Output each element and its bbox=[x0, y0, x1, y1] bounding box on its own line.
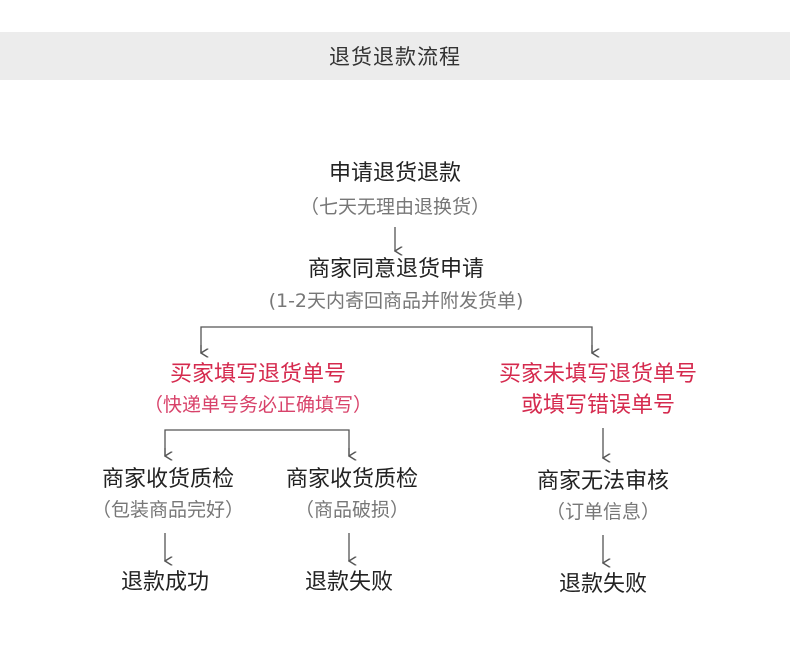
node-buyer-filled-note: （快递单号务必正确填写） bbox=[143, 394, 373, 416]
header-bar: 退货退款流程 bbox=[0, 32, 790, 80]
node-merchant-agree-note: (1-2天内寄回商品并附发货单) bbox=[268, 290, 524, 312]
node-buyer-not-filled-line2: 或填写错误单号 bbox=[520, 393, 676, 418]
node-result-success: 退款成功 bbox=[120, 570, 210, 595]
node-cannot-review-note: （订单信息） bbox=[545, 501, 661, 523]
node-inspect-ok-note: （包装商品完好） bbox=[91, 499, 245, 521]
split-connector-buyer-filled bbox=[164, 429, 350, 455]
node-merchant-agree-title: 商家同意退货申请 bbox=[307, 257, 485, 282]
node-buyer-not-filled-line1: 买家未填写退货单号 bbox=[498, 362, 698, 387]
page-title: 退货退款流程 bbox=[329, 45, 461, 69]
split-connector-agree bbox=[200, 326, 593, 352]
node-inspect-damaged-note: （商品破损） bbox=[294, 499, 410, 521]
node-inspect-damaged-title: 商家收货质检 bbox=[285, 467, 419, 492]
node-result-fail-damaged: 退款失败 bbox=[304, 570, 394, 595]
node-buyer-filled-title: 买家填写退货单号 bbox=[169, 362, 347, 387]
node-apply-note: （七天无理由退换货） bbox=[299, 196, 491, 218]
node-inspect-ok-title: 商家收货质检 bbox=[101, 467, 235, 492]
node-apply-title: 申请退货退款 bbox=[328, 161, 462, 186]
node-cannot-review-title: 商家无法审核 bbox=[536, 469, 670, 494]
node-result-fail-review: 退款失败 bbox=[558, 572, 648, 597]
